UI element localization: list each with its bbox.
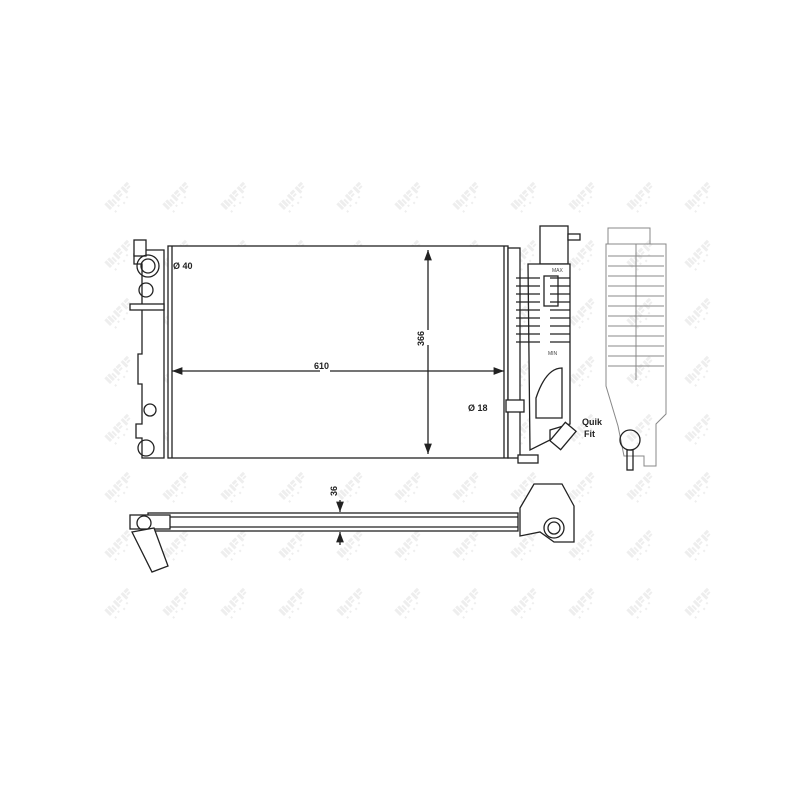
watermark-logo bbox=[104, 413, 131, 445]
watermark-logo bbox=[336, 529, 363, 561]
watermark-logo bbox=[626, 587, 653, 619]
watermark-logo bbox=[568, 587, 595, 619]
tank-neck bbox=[539, 225, 569, 265]
watermark-logo bbox=[220, 471, 247, 503]
watermark-logo bbox=[626, 181, 653, 213]
watermark-logo bbox=[510, 587, 537, 619]
max-label: MAX bbox=[552, 268, 564, 274]
watermark-logo bbox=[684, 587, 711, 619]
tank-side-view bbox=[605, 227, 667, 471]
watermark-logo bbox=[452, 529, 479, 561]
quik-fit-connector bbox=[549, 421, 577, 451]
watermark-logo bbox=[220, 529, 247, 561]
watermark-logo bbox=[684, 529, 711, 561]
level-window bbox=[543, 275, 559, 307]
top-view-expansion-tank bbox=[519, 483, 575, 543]
watermark-logo bbox=[568, 297, 595, 329]
watermark-logo bbox=[162, 471, 189, 503]
radiator-core bbox=[167, 245, 509, 459]
watermark-logo bbox=[684, 471, 711, 503]
tank-ribs bbox=[516, 277, 570, 343]
watermark-logo bbox=[162, 529, 189, 561]
outlet-pipe bbox=[505, 399, 525, 413]
top-view-core bbox=[147, 512, 519, 532]
watermark-logo bbox=[104, 297, 131, 329]
width-label: 610 bbox=[314, 361, 329, 371]
front-view: MAX MIN 610 366 Ø 40 Ø 18 Quik Fit bbox=[129, 225, 603, 464]
tank-lower-chamber bbox=[535, 367, 563, 419]
watermark-logo bbox=[452, 471, 479, 503]
watermark-logo bbox=[278, 587, 305, 619]
watermark-logo bbox=[568, 181, 595, 213]
outlet-diameter-label: Ø 18 bbox=[468, 403, 488, 413]
lower-port bbox=[137, 439, 155, 457]
watermark-logo bbox=[452, 587, 479, 619]
side-view-body bbox=[605, 243, 667, 467]
watermark-logo bbox=[104, 239, 131, 271]
watermark-logo bbox=[684, 413, 711, 445]
watermark-logo bbox=[568, 355, 595, 387]
watermark-logo bbox=[510, 181, 537, 213]
top-view-tank-port bbox=[543, 517, 565, 539]
watermark-logo bbox=[104, 471, 131, 503]
watermark-logo bbox=[394, 181, 421, 213]
side-view-spout bbox=[626, 449, 634, 471]
height-label: 366 bbox=[416, 331, 426, 346]
watermark-logo bbox=[452, 181, 479, 213]
watermark-logo bbox=[684, 239, 711, 271]
watermark-logo bbox=[568, 471, 595, 503]
tank-vent-pipe bbox=[567, 233, 581, 241]
watermark-logo bbox=[684, 355, 711, 387]
secondary-port bbox=[138, 282, 154, 298]
inlet-diameter-label: Ø 40 bbox=[173, 261, 193, 271]
watermark-logo bbox=[278, 181, 305, 213]
watermark-logo bbox=[220, 181, 247, 213]
top-view-inlet-pipe bbox=[131, 527, 169, 573]
watermark-logo bbox=[568, 239, 595, 271]
watermark-logo bbox=[104, 529, 131, 561]
side-view-neck bbox=[607, 227, 651, 245]
watermark-logo bbox=[336, 471, 363, 503]
mounting-bracket bbox=[129, 303, 165, 311]
watermark-logo bbox=[336, 587, 363, 619]
min-label: MIN bbox=[548, 351, 558, 357]
inlet-pipe bbox=[136, 254, 160, 278]
right-tank bbox=[507, 247, 521, 459]
inlet-pipe-inner bbox=[140, 258, 156, 274]
watermark-logo bbox=[278, 471, 305, 503]
watermark-logo bbox=[394, 587, 421, 619]
quik-fit-label-2: Fit bbox=[584, 429, 595, 439]
watermark-logo bbox=[394, 471, 421, 503]
quik-fit-label-1: Quik bbox=[582, 417, 603, 427]
watermark-logo bbox=[394, 529, 421, 561]
drain-port bbox=[143, 403, 157, 417]
watermark-logo bbox=[220, 587, 247, 619]
watermark-logo bbox=[626, 529, 653, 561]
watermark-logo bbox=[104, 181, 131, 213]
watermark-logo bbox=[162, 181, 189, 213]
watermark-logo bbox=[626, 355, 653, 387]
watermark-logo bbox=[336, 181, 363, 213]
watermark-logo bbox=[626, 413, 653, 445]
watermark-logo bbox=[104, 587, 131, 619]
watermark-logo bbox=[510, 471, 537, 503]
watermark-logo bbox=[684, 181, 711, 213]
left-tank bbox=[133, 249, 165, 459]
expansion-tank: MAX MIN bbox=[516, 225, 581, 452]
thickness-label: 36 bbox=[329, 486, 339, 496]
watermark-logo bbox=[162, 587, 189, 619]
left-tank-cap bbox=[133, 239, 147, 257]
watermark-logo bbox=[278, 529, 305, 561]
top-view-tank-port-inner bbox=[547, 521, 561, 535]
watermark-logo bbox=[684, 297, 711, 329]
watermark-logo bbox=[626, 471, 653, 503]
tank-body bbox=[527, 263, 571, 452]
watermark-logo bbox=[104, 355, 131, 387]
bottom-mount bbox=[517, 454, 539, 464]
watermark-logo bbox=[626, 297, 653, 329]
top-view: 36 bbox=[129, 483, 575, 573]
